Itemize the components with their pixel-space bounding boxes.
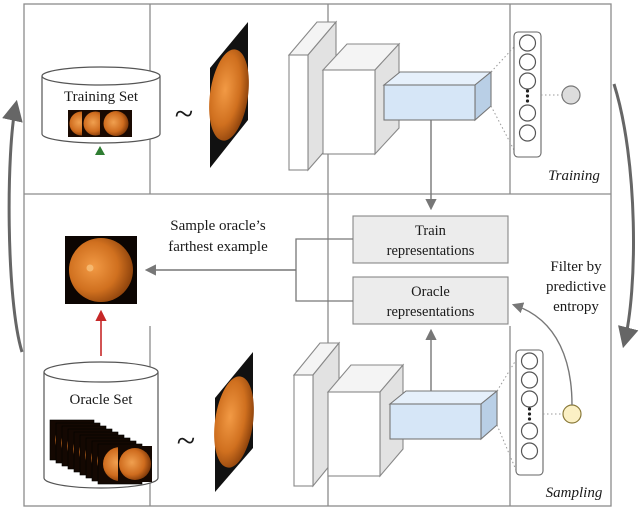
oracle-image-stack — [49, 419, 152, 485]
sample-label-line1: Sample oracle’s — [170, 218, 266, 234]
oracle-set-cylinder: Oracle Set — [43, 361, 159, 489]
representation-bracket — [295, 238, 353, 302]
training-output-column — [513, 31, 542, 158]
sampled-fundus-image — [65, 236, 137, 304]
sampling-dense-layer — [388, 389, 499, 441]
oracle-repr-line2: representations — [387, 304, 475, 320]
training-connector-dots — [490, 46, 515, 151]
arrow-filter-entropy — [511, 302, 573, 406]
oracle-set-label: Oracle Set — [70, 392, 134, 408]
tilde-top: ~ — [175, 96, 193, 133]
sampling-output-node — [562, 404, 582, 424]
sample-label-line2: farthest example — [168, 239, 268, 255]
tilde-bottom: ~ — [177, 423, 195, 460]
oracle-representations-box: Oracle representations — [352, 276, 509, 325]
sampling-connector-dots — [496, 359, 517, 471]
training-set-label: Training Set — [64, 89, 139, 105]
train-repr-line2: representations — [387, 243, 475, 259]
training-image-stack — [68, 110, 132, 137]
training-fundus-image — [209, 22, 249, 168]
training-output-node — [561, 85, 581, 105]
training-set-insert-marker — [95, 146, 105, 155]
training-dense-layer — [382, 70, 493, 122]
filter-label-line3: entropy — [553, 299, 599, 315]
training-set-cylinder: Training Set — [41, 66, 161, 155]
training-cnn-conv-blocks — [287, 20, 401, 172]
train-representations-box: Train representations — [352, 215, 509, 264]
oracle-fundus-image — [214, 352, 254, 492]
sampling-label: Sampling — [546, 485, 603, 501]
cycle-arrow-left — [2, 99, 24, 353]
filter-label-line2: predictive — [546, 279, 606, 295]
filter-label-line1: Filter by — [550, 259, 602, 275]
sampling-cnn-conv-blocks — [292, 341, 405, 488]
train-repr-line1: Train — [415, 223, 447, 239]
training-label: Training — [548, 168, 600, 184]
cycle-arrow-right — [612, 83, 639, 349]
sampling-output-column — [515, 349, 544, 476]
oracle-repr-line1: Oracle — [411, 284, 450, 300]
